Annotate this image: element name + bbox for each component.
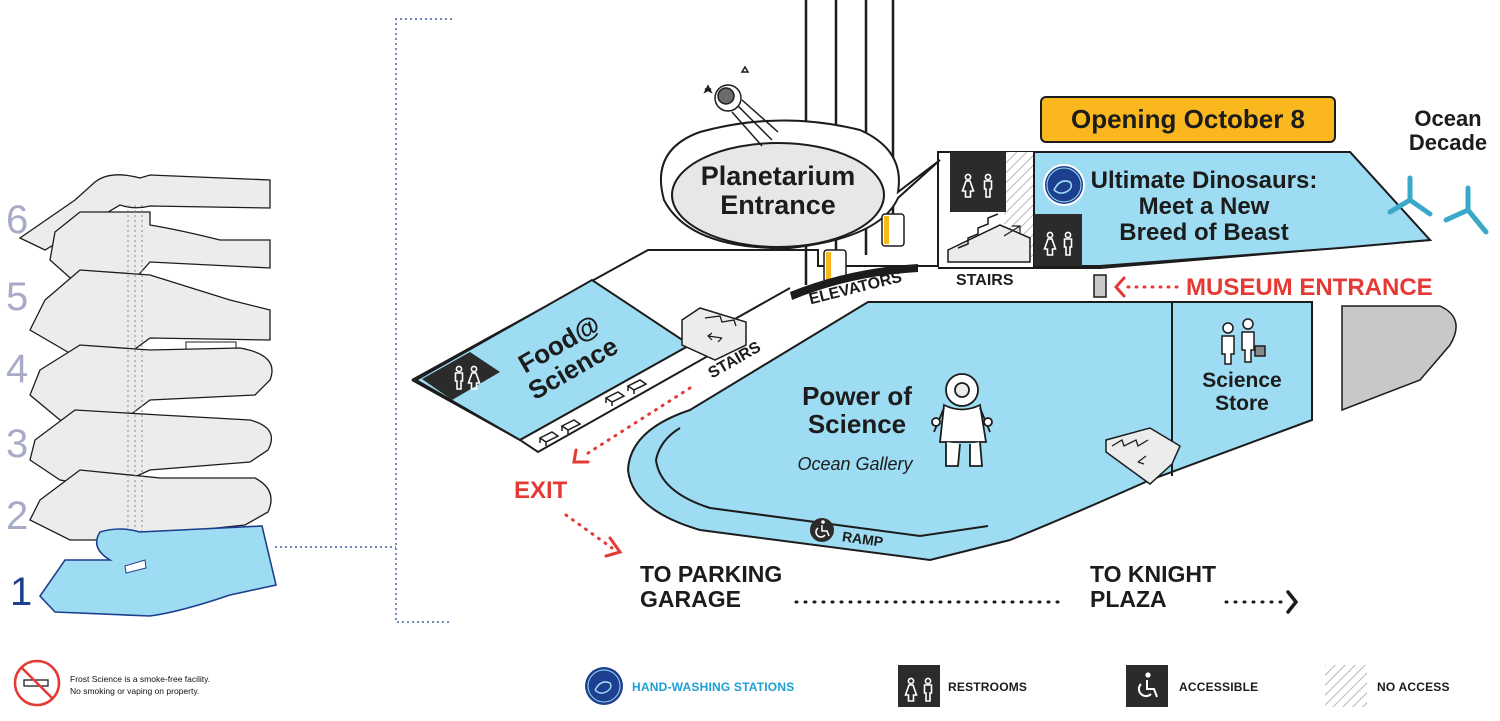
floor-2-label[interactable]: 2	[6, 494, 29, 538]
floor-1-label[interactable]: 1	[10, 570, 33, 614]
floor-3-label[interactable]: 3	[6, 422, 29, 466]
elevator-icon	[790, 213, 918, 300]
legend-hand-washing: HAND-WASHING STATIONS	[632, 680, 795, 694]
to-knight-plaza-label: TO KNIGHT PLAZA	[1090, 561, 1217, 612]
smoke-free-notice-line1: Frost Science is a smoke-free facility.	[70, 674, 211, 684]
shoppers-icon	[1221, 318, 1266, 365]
ocean-sensor-icon	[1387, 175, 1489, 235]
stairs-label-top: STAIRS	[956, 272, 1014, 289]
arrow-icon	[564, 276, 1182, 558]
floor-connector	[275, 18, 452, 623]
exit-label: EXIT	[514, 477, 568, 504]
power-of-science-label: Power of Science	[802, 381, 912, 440]
astronaut-diver-icon	[931, 373, 993, 467]
stairs-icon	[681, 307, 747, 361]
restroom-icon	[1034, 214, 1082, 266]
restroom-icon	[898, 665, 940, 707]
ocean-decade-label: Ocean Decade	[1408, 106, 1488, 155]
accessible-icon	[1126, 665, 1168, 707]
hand-washing-icon	[1043, 164, 1085, 206]
planetarium-label: Planetarium Entrance	[700, 161, 856, 221]
accessible-icon	[810, 518, 834, 542]
stairs-icon	[1105, 427, 1181, 485]
no-access-icon	[1325, 665, 1367, 707]
to-parking-label: TO PARKING GARAGE	[640, 561, 783, 612]
science-store-label: Science Store	[1202, 369, 1282, 415]
floor-6-label[interactable]: 6	[6, 198, 29, 242]
no-smoking-icon	[13, 659, 61, 707]
floor-4-label[interactable]: 4	[6, 347, 29, 391]
walk-path	[794, 590, 1299, 614]
comet-icon	[703, 65, 779, 147]
hand-washing-icon	[585, 667, 623, 705]
bench-icon	[538, 379, 648, 446]
smoke-free-notice-line2: No smoking or vaping on property.	[70, 686, 200, 696]
floor-stack[interactable]	[18, 174, 277, 617]
ocean-gallery-label: Ocean Gallery	[797, 454, 913, 474]
museum-entrance-label: MUSEUM ENTRANCE	[1186, 274, 1433, 301]
adjacent-building	[1341, 305, 1457, 412]
legend-restrooms: RESTROOMS	[948, 680, 1028, 694]
restroom-icon	[950, 152, 1006, 212]
legend-no-access: NO ACCESS	[1377, 680, 1450, 694]
floor-5-label[interactable]: 5	[6, 275, 29, 319]
entrance-door	[1093, 274, 1107, 298]
stairs-icon	[947, 213, 1031, 263]
ultimate-dinosaurs-label: Ultimate Dinosaurs: Meet a New Breed of …	[1090, 167, 1318, 246]
opening-badge: Opening October 8	[1040, 96, 1336, 143]
legend-accessible: ACCESSIBLE	[1179, 680, 1259, 694]
